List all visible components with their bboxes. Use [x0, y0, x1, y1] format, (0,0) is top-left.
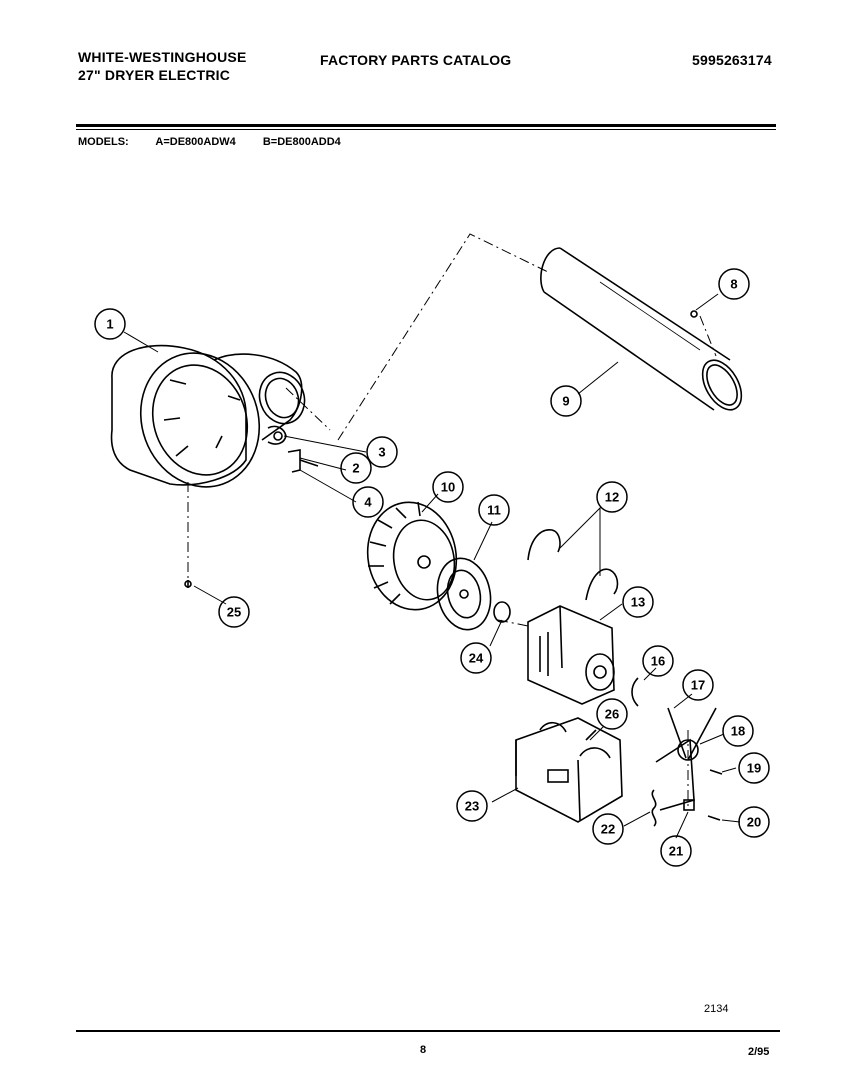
brand-header: WHITE-WESTINGHOUSE 27" DRYER ELECTRIC [78, 48, 246, 84]
ring-part-24 [493, 601, 511, 623]
callout-10: 10 [441, 480, 455, 495]
callout-11: 11 [487, 503, 501, 518]
callout-25: 25 [227, 605, 241, 620]
callout-12: 12 [605, 490, 619, 505]
clip-part-16 [631, 677, 639, 707]
figure-number: 2134 [704, 1003, 729, 1015]
callout-23: 23 [465, 799, 479, 814]
callout-8: 8 [730, 277, 737, 292]
assembly-lines [187, 233, 717, 808]
screw-part-25 [184, 580, 192, 588]
model-a: A=DE800ADW4 [155, 136, 236, 148]
models-label: MODELS: [78, 136, 129, 148]
catalog-number: 5995263174 [692, 52, 772, 68]
callout-17: 17 [691, 678, 705, 693]
callout-1: 1 [106, 317, 113, 332]
footer-rule [76, 1030, 780, 1032]
callout-13: 13 [631, 595, 645, 610]
callout-2: 2 [352, 461, 359, 476]
blower-disk-part [436, 557, 492, 631]
callout-circles [94, 268, 770, 867]
blower-housing-part [110, 344, 306, 488]
callout-19: 19 [747, 761, 761, 776]
catalog-title: FACTORY PARTS CATALOG [320, 52, 512, 68]
callout-21: 21 [669, 844, 683, 859]
callout-leaders [123, 293, 741, 839]
model-b: B=DE800ADD4 [262, 136, 341, 148]
heater-tube-part [540, 247, 743, 411]
motor-mount-part [515, 717, 623, 823]
clip-part-26 [585, 729, 597, 741]
screw-part-8 [690, 310, 698, 318]
header-rule-thick [76, 124, 776, 127]
screw-parts [707, 769, 723, 821]
callout-16: 16 [651, 654, 665, 669]
brand-line-2: 27" DRYER ELECTRIC [78, 67, 231, 83]
callout-24: 24 [469, 651, 484, 666]
callout-18: 18 [731, 724, 745, 739]
idler-arm-part [655, 707, 717, 811]
header-rule-thin [76, 129, 776, 130]
callout-20: 20 [747, 815, 761, 830]
motor-part [527, 605, 615, 705]
callout-3: 3 [378, 445, 385, 460]
housing-clip-parts [267, 425, 319, 473]
motor-strap-parts [527, 529, 619, 601]
page-number: 8 [420, 1044, 427, 1056]
spring-part-22 [651, 789, 657, 827]
callout-9: 9 [562, 394, 569, 409]
callout-26: 26 [605, 707, 619, 722]
models-line: MODELS: A=DE800ADW4 B=DE800ADD4 [78, 136, 365, 148]
callout-22: 22 [601, 822, 615, 837]
brand-line-1: WHITE-WESTINGHOUSE [78, 49, 247, 65]
revision-date: 2/95 [748, 1046, 770, 1058]
nut-part-21 [683, 799, 695, 811]
blower-wheel-part [366, 501, 458, 611]
callout-4: 4 [364, 495, 372, 510]
